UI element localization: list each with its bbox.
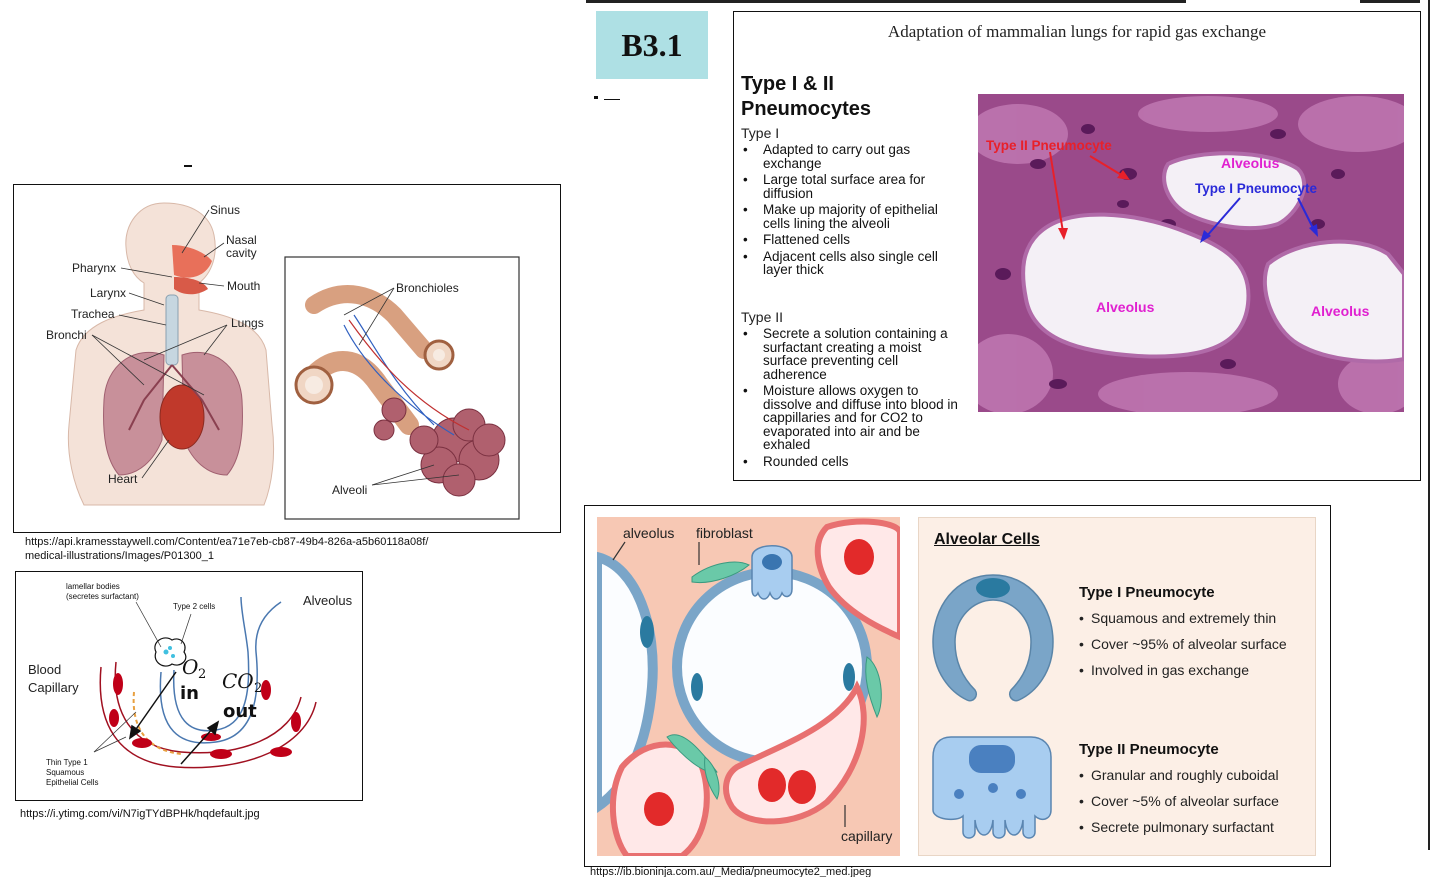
type1-cell-points: Squamous and extremely thin Cover ~95% o… bbox=[1079, 609, 1287, 687]
source-url-alveolar: https://ib.bioninja.com.au/_Media/pneumo… bbox=[590, 867, 872, 877]
label-bronchioles: Bronchioles bbox=[396, 281, 459, 295]
gas-exchange-figure: lamellar bodies (secretes surfactant) Ty… bbox=[15, 571, 363, 801]
label-squamous: Squamous bbox=[46, 768, 84, 777]
list-item: Adjacent cells also single cell layer th… bbox=[741, 249, 959, 277]
label-lamellar-bodies: lamellar bodies bbox=[66, 582, 120, 591]
list-item: Secrete pulmonary surfactant bbox=[1079, 818, 1279, 844]
list-item: Granular and roughly cuboidal bbox=[1079, 766, 1279, 792]
label-mouth: Mouth bbox=[227, 279, 260, 293]
right-edge-line bbox=[1428, 0, 1430, 850]
type2-cell-points: Granular and roughly cuboidal Cover ~5% … bbox=[1079, 766, 1279, 844]
list-item: Moisture allows oxygen to dissolve and d… bbox=[741, 384, 959, 452]
micrograph-label-alveolus-right: Alveolus bbox=[1311, 303, 1370, 319]
list-item: Flattened cells bbox=[741, 233, 959, 247]
label-co2-sub: 2 bbox=[254, 681, 262, 696]
gas-exchange-illustration: lamellar bodies (secretes surfactant) Ty… bbox=[28, 582, 353, 787]
stray-mark bbox=[594, 96, 598, 99]
alveolar-cells-info: Alveolar Cells Type I Pneumocyte Squamou… bbox=[918, 517, 1316, 856]
type1-points: Adapted to carry out gas exchange Large … bbox=[741, 143, 959, 280]
stray-mark bbox=[604, 99, 620, 100]
label-o2-sub: 2 bbox=[198, 667, 206, 682]
stray-mark bbox=[184, 165, 192, 167]
label-alveolus: Alveolus bbox=[303, 593, 353, 608]
list-item: Secrete a solution containing a surfacta… bbox=[741, 327, 959, 381]
label-epithelial-cells: Epithelial Cells bbox=[46, 778, 98, 787]
label-o2: O bbox=[182, 655, 198, 679]
type2-points: Secrete a solution containing a surfacta… bbox=[741, 327, 959, 471]
list-item: Rounded cells bbox=[741, 454, 959, 469]
label-heart: Heart bbox=[108, 472, 138, 486]
label-alveoli: Alveoli bbox=[332, 483, 367, 497]
label-out: out bbox=[223, 701, 257, 722]
type2-cell-icon bbox=[932, 736, 1052, 839]
source-url-gas-exchange: https://i.ytimg.com/vi/N7igTYdBPHk/hqdef… bbox=[20, 808, 260, 820]
source-line: medical-illustrations/Images/P01300_1 bbox=[25, 550, 214, 562]
heading-line: Type I & II bbox=[741, 73, 834, 95]
pneumocyte-heading: Type I & II Pneumocytes bbox=[741, 72, 961, 122]
list-item: Cover ~95% of alveolar surface bbox=[1079, 635, 1287, 661]
list-item: Make up majority of epithelial cells lin… bbox=[741, 203, 959, 230]
alveolar-cells-title: Alveolar Cells bbox=[934, 531, 1040, 548]
label-larynx: Larynx bbox=[90, 286, 126, 300]
label-blood: Blood bbox=[28, 662, 61, 677]
label-trachea: Trachea bbox=[71, 307, 115, 321]
label-thin-type1: Thin Type 1 bbox=[46, 758, 88, 767]
list-item: Involved in gas exchange bbox=[1079, 661, 1287, 687]
label-nasal: Nasal bbox=[226, 233, 257, 247]
list-item: Adapted to carry out gas exchange bbox=[741, 143, 959, 170]
micrograph-label-alveolus-left: Alveolus bbox=[1096, 299, 1155, 315]
top-border-line-right bbox=[1360, 0, 1420, 3]
diagram-label-capillary: capillary bbox=[841, 828, 892, 844]
heading-line: Pneumocytes bbox=[741, 98, 872, 120]
diagram-label-fibroblast: fibroblast bbox=[696, 525, 753, 541]
label-secretes-surfactant: (secretes surfactant) bbox=[66, 592, 139, 601]
label-sinus: Sinus bbox=[210, 203, 240, 217]
label-lungs: Lungs bbox=[231, 316, 264, 330]
diagram-label-alveolus: alveolus bbox=[623, 525, 674, 541]
label-pharynx: Pharynx bbox=[72, 261, 116, 275]
respiratory-system-figure: Sinus Nasal cavity Pharynx Mouth Larynx … bbox=[13, 184, 561, 533]
micrograph-label-alveolus-top: Alveolus bbox=[1221, 155, 1280, 171]
label-type2-cells: Type 2 cells bbox=[173, 602, 215, 611]
respiratory-illustration: Sinus Nasal cavity Pharynx Mouth Larynx … bbox=[46, 202, 520, 520]
type2-title: Type II Pneumocyte bbox=[1079, 741, 1219, 758]
label-co2: CO bbox=[222, 669, 254, 693]
source-url-respiratory: https://api.kramesstaywell.com/Content/e… bbox=[25, 535, 428, 563]
panel-title: Adaptation of mammalian lungs for rapid … bbox=[887, 22, 1267, 41]
source-line: https://api.kramesstaywell.com/Content/e… bbox=[25, 536, 429, 548]
pneumocyte-panel: Adaptation of mammalian lungs for rapid … bbox=[733, 11, 1421, 481]
section-code-tag: B3.1 bbox=[596, 11, 708, 79]
type2-label: Type II bbox=[741, 309, 784, 325]
type1-title: Type I Pneumocyte bbox=[1079, 584, 1215, 601]
micrograph-label-type1: Type I Pneumocyte bbox=[1195, 181, 1318, 196]
list-item: Large total surface area for diffusion bbox=[741, 173, 959, 200]
type1-cell-icon bbox=[932, 574, 1054, 702]
label-in: in bbox=[180, 683, 199, 704]
list-item: Squamous and extremely thin bbox=[1079, 609, 1287, 635]
label-cavity: cavity bbox=[226, 246, 257, 260]
lung-micrograph: Type II Pneumocyte Alveolus Type I Pneum… bbox=[978, 94, 1404, 412]
type1-label: Type I bbox=[741, 125, 780, 141]
list-item: Cover ~5% of alveolar surface bbox=[1079, 792, 1279, 818]
alveolar-cells-diagram: alveolus fibroblast capillary bbox=[597, 517, 900, 856]
top-border-line bbox=[586, 0, 1186, 3]
micrograph-label-type2: Type II Pneumocyte bbox=[986, 138, 1112, 153]
label-bronchi: Bronchi bbox=[46, 328, 87, 342]
label-capillary: Capillary bbox=[28, 680, 79, 695]
